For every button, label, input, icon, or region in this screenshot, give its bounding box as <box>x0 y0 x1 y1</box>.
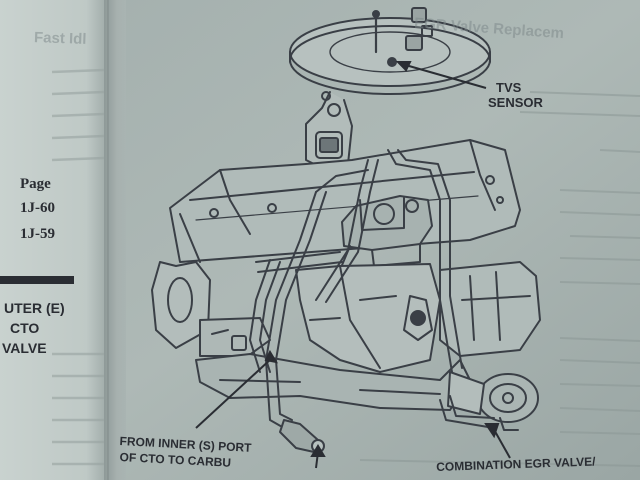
left-page <box>0 0 108 480</box>
page-gutter <box>104 0 126 480</box>
left-heading-fragment: Fast Idl <box>33 29 87 48</box>
left-background-text <box>51 68 105 466</box>
page-ref-2: 1J-59 <box>20 226 55 242</box>
legend-line-3: VALVE <box>2 340 47 356</box>
legend-line-1: UTER (E) <box>4 300 65 316</box>
legend-line-2: CTO <box>10 320 40 336</box>
tvs-label: TVS <box>496 80 522 95</box>
page-column-header: Page <box>20 176 51 192</box>
tvs-sensor-icon <box>387 57 397 67</box>
left-divider-bar <box>0 276 74 284</box>
egr-valve <box>477 373 539 423</box>
page-ref-1: 1J-60 <box>20 200 55 216</box>
sensor-label: SENSOR <box>488 95 543 110</box>
callout-leaders <box>195 61 511 469</box>
engine-illustration <box>151 7 541 453</box>
